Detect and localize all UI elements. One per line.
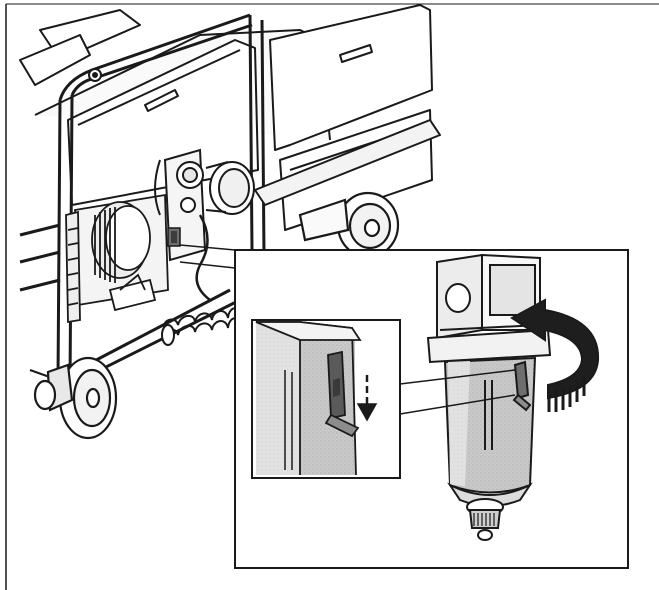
figure-border [5, 3, 659, 590]
rear-wheel [298, 191, 400, 259]
filter-detail-inset [234, 249, 629, 569]
zoom-leader [399, 369, 516, 415]
coil-spring [161, 307, 241, 346]
motor-compartment [65, 193, 169, 324]
callout-leader [179, 244, 236, 269]
front-wheel [33, 356, 118, 440]
press-down-arrow-icon [356, 375, 378, 422]
filter-head [426, 253, 552, 364]
machine-body [19, 4, 441, 387]
latch-zoom-inset [251, 319, 401, 479]
filter-bowl [443, 356, 537, 541]
rotate-arrow-icon [510, 298, 600, 412]
filter-location-marker [167, 227, 181, 247]
